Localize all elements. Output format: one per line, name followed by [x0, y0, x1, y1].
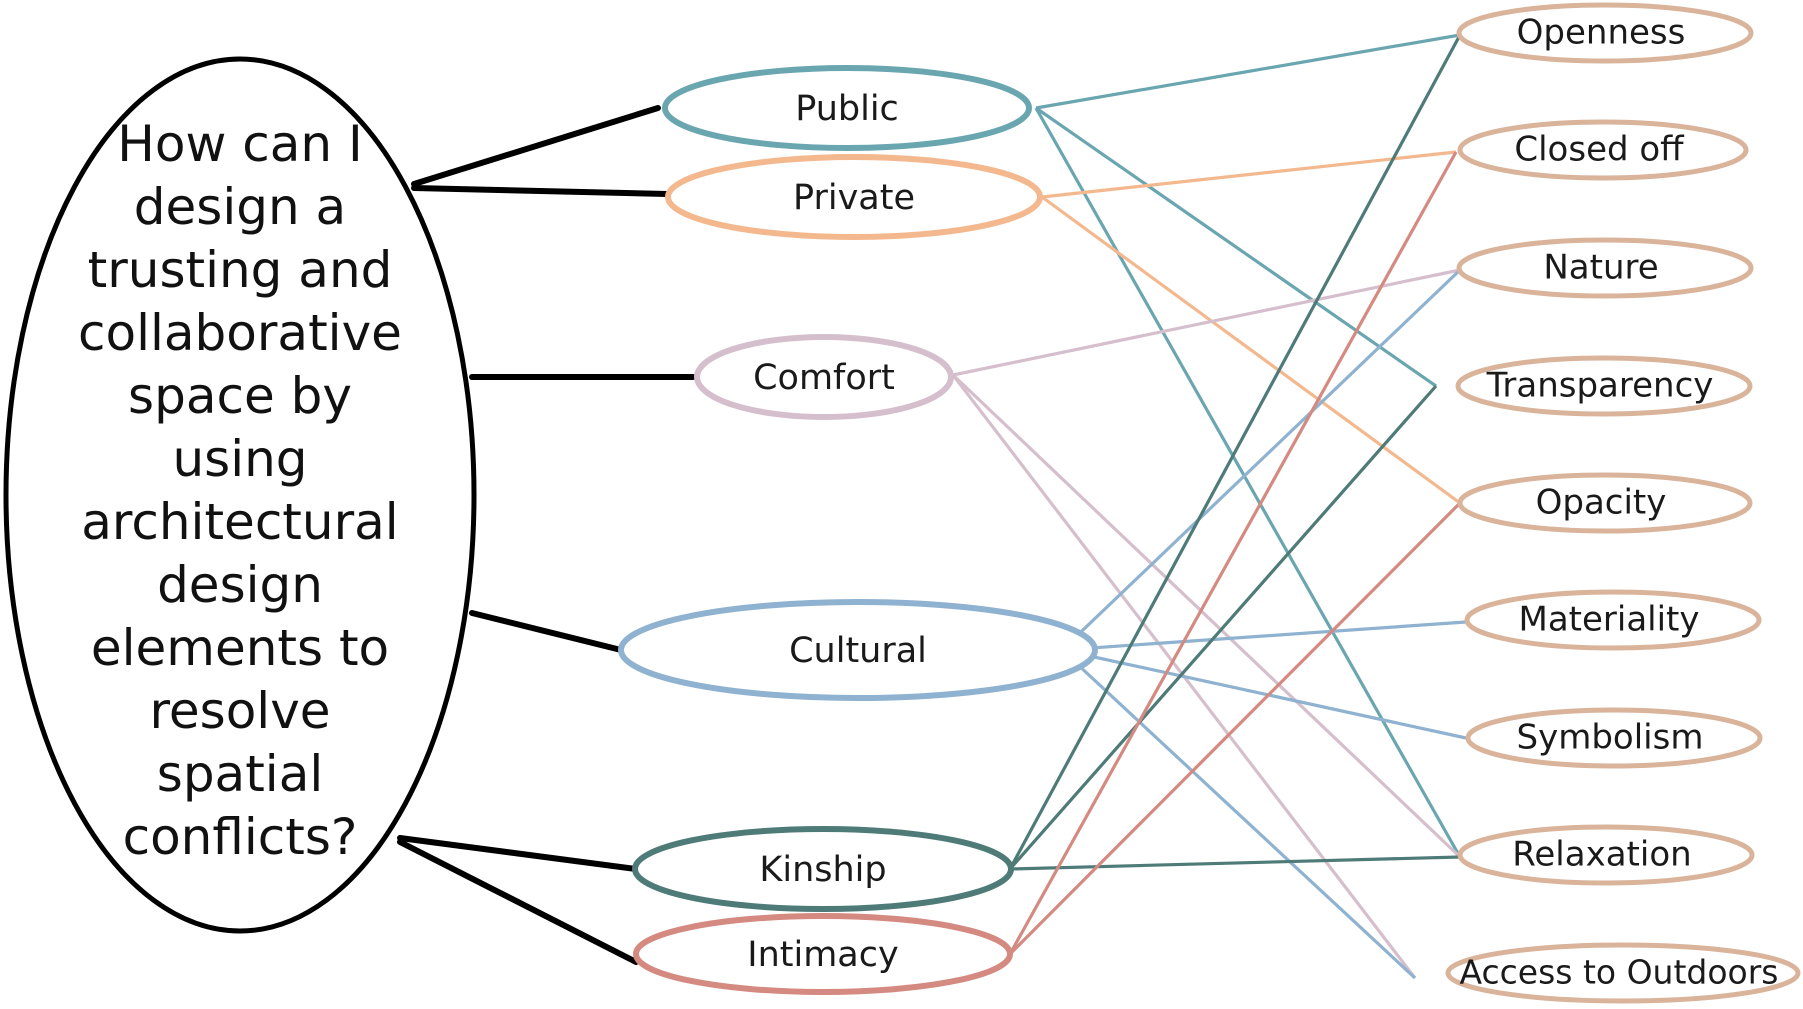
theme-ellipse: [662, 65, 1032, 151]
element-ellipse: [1457, 824, 1755, 886]
link-cultural-materiality: [1061, 620, 1467, 652]
question-line: conflicts?: [123, 808, 358, 866]
spoke-private: [411, 185, 670, 197]
element-label: Relaxation: [1512, 835, 1691, 875]
link-intimacy-closed_off: [1008, 151, 1458, 955]
theme-ellipse: [618, 599, 1098, 701]
link-kinship-transparency: [1008, 384, 1438, 871]
element-label: Openness: [1517, 13, 1686, 53]
element-node-transparency: Transparency: [1455, 355, 1753, 417]
spoke-intimacy: [397, 839, 639, 965]
element-ellipse: [1445, 942, 1801, 1004]
element-ellipse: [1465, 707, 1763, 769]
question-line: using: [172, 430, 307, 488]
question-line: design: [157, 556, 323, 614]
link-private-closed_off: [1041, 150, 1457, 199]
element-node-opacity: Opacity: [1457, 472, 1753, 534]
element-node-outdoors: Access to Outdoors: [1445, 942, 1801, 1004]
research-question-ellipse: [3, 56, 477, 934]
link-private-opacity: [1041, 195, 1461, 505]
element-ellipse: [1456, 2, 1754, 64]
theme-ellipse: [633, 913, 1013, 995]
theme-ellipse: [665, 154, 1043, 240]
question-line: elements to: [91, 619, 389, 677]
question-line: architectural: [81, 493, 398, 551]
element-ellipse: [1457, 472, 1753, 534]
spoke-kinship: [397, 835, 639, 872]
question-line: How can I: [117, 115, 362, 173]
theme-label: Private: [793, 178, 915, 218]
element-label: Materiality: [1518, 600, 1699, 640]
element-node-closed_off: Closed off: [1457, 119, 1749, 181]
question-line: trusting and: [88, 241, 393, 299]
element-label: Nature: [1543, 248, 1658, 288]
element-node-nature: Nature: [1456, 237, 1754, 299]
theme-node-private: Private: [665, 154, 1043, 240]
theme-ellipse: [694, 334, 954, 420]
link-intimacy-opacity: [1008, 501, 1462, 956]
link-public-relaxation: [1034, 107, 1462, 858]
question-line: spatial: [157, 745, 323, 803]
question-line: space by: [128, 367, 352, 425]
element-ellipse: [1457, 119, 1749, 181]
link-cultural-outdoors: [1060, 648, 1417, 980]
theme-layer: PublicPrivateComfortCulturalKinshipIntim…: [618, 65, 1098, 995]
element-node-materiality: Materiality: [1464, 589, 1762, 651]
element-ellipse: [1455, 355, 1753, 417]
theme-node-kinship: Kinship: [632, 826, 1014, 912]
element-label: Access to Outdoors: [1460, 953, 1779, 992]
element-node-symbolism: Symbolism: [1465, 707, 1763, 769]
link-comfort-nature: [952, 268, 1461, 377]
theme-label: Kinship: [759, 850, 886, 890]
theme-node-cultural: Cultural: [618, 599, 1098, 701]
theme-ellipse: [632, 826, 1014, 912]
link-kinship-relaxation: [1009, 855, 1461, 871]
element-ellipse: [1456, 237, 1754, 299]
element-label: Opacity: [1536, 483, 1667, 523]
theme-label: Cultural: [789, 631, 927, 671]
link-comfort-relaxation: [951, 373, 1462, 859]
element-node-openness: Openness: [1456, 2, 1754, 64]
link-cultural-symbolism: [1061, 648, 1467, 740]
question-line: resolve: [149, 682, 330, 740]
theme-label: Intimacy: [747, 935, 898, 975]
link-public-openness: [1035, 33, 1461, 110]
spoke-public: [411, 105, 661, 187]
element-label: Symbolism: [1517, 718, 1704, 758]
element-label: Closed off: [1514, 130, 1685, 170]
element-label: Transparency: [1486, 366, 1714, 406]
theme-label: Comfort: [753, 358, 895, 398]
element-node-relaxation: Relaxation: [1457, 824, 1755, 886]
link-cultural-nature: [1060, 268, 1462, 652]
question-spoke-layer: [397, 105, 696, 965]
question-line: collaborative: [78, 304, 402, 362]
theme-node-intimacy: Intimacy: [633, 913, 1013, 995]
theme-node-public: Public: [662, 65, 1032, 151]
element-ellipse: [1464, 589, 1762, 651]
link-layer: [951, 33, 1467, 980]
theme-label: Public: [795, 89, 899, 129]
spoke-cultural: [469, 610, 624, 653]
question-line: design a: [134, 178, 346, 236]
theme-node-comfort: Comfort: [694, 334, 954, 420]
link-public-transparency: [1035, 106, 1437, 388]
link-kinship-openness: [1008, 34, 1462, 870]
